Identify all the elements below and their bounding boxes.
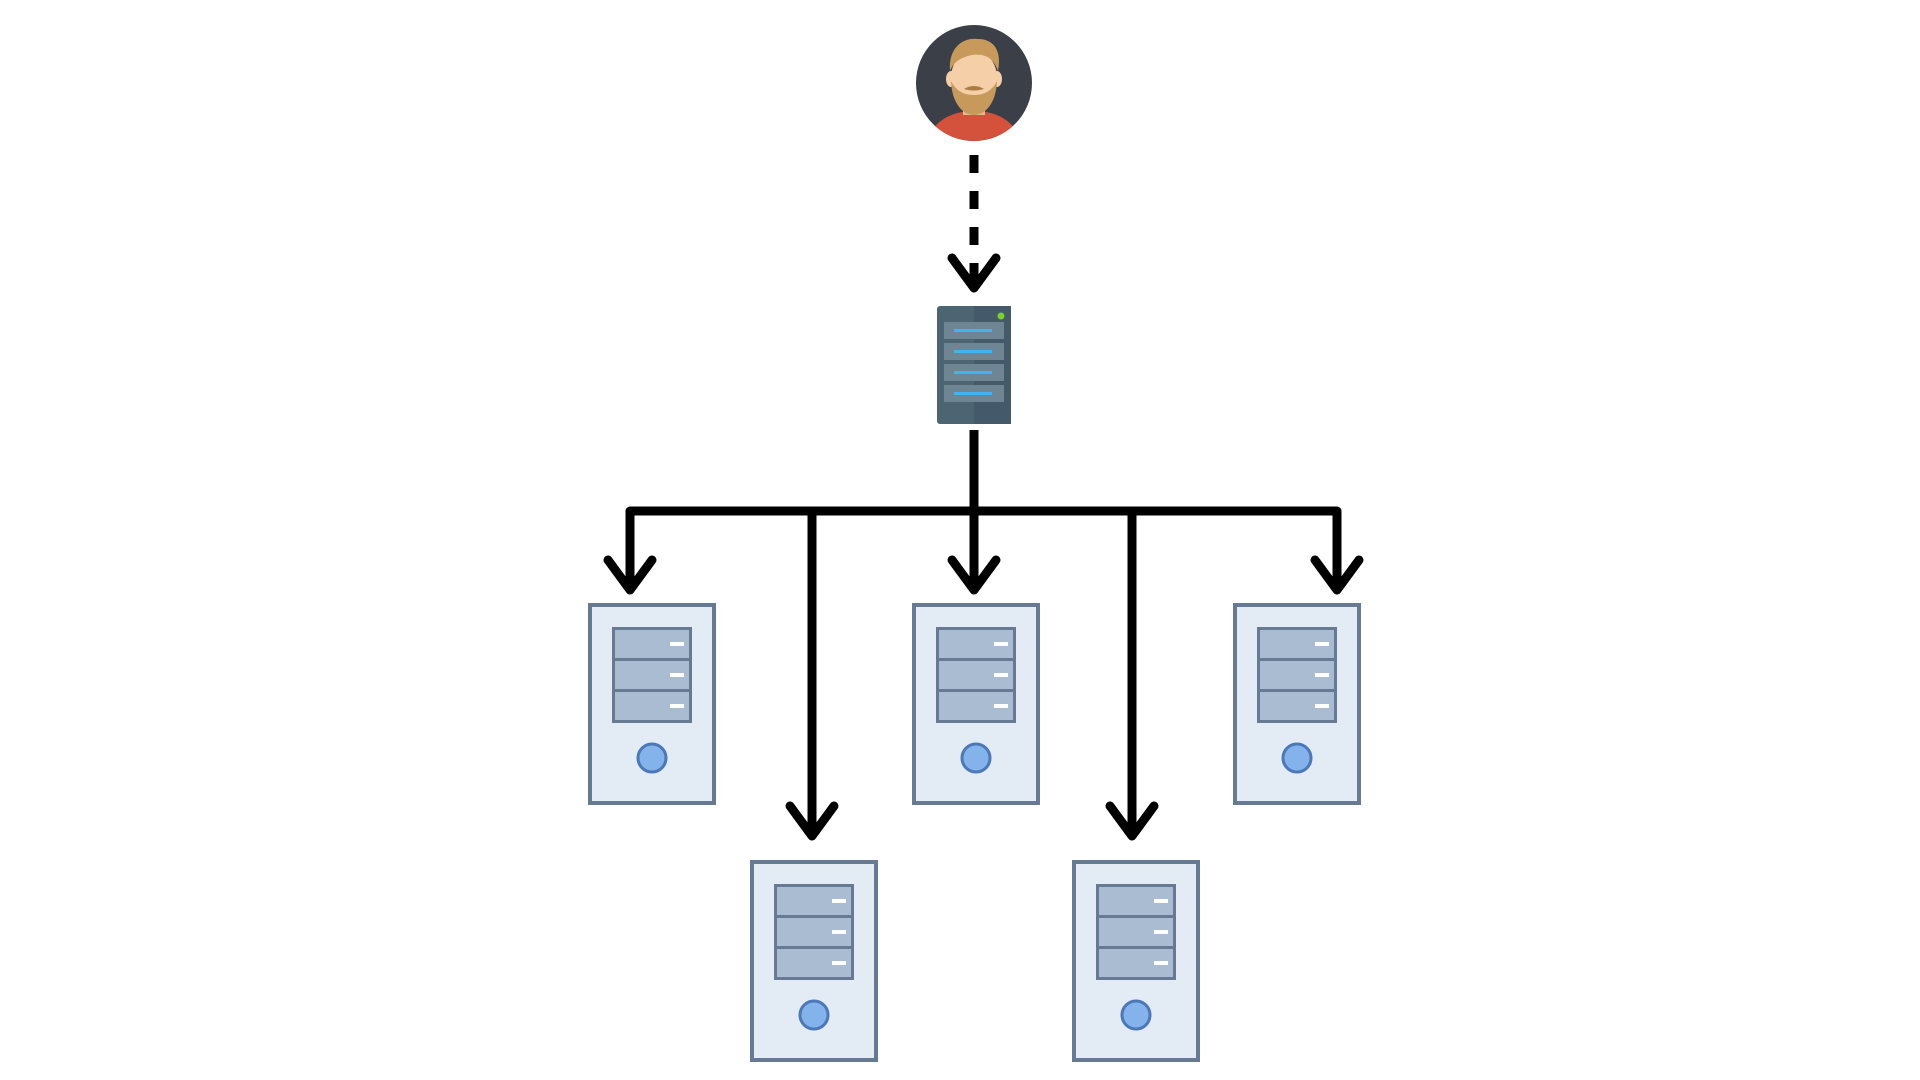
edge-user-to-balancer [947, 155, 1001, 293]
tower-server-icon [912, 603, 1040, 805]
edge-balancer-to-server-5 [1310, 555, 1364, 595]
connectors [603, 155, 1364, 841]
user-avatar-icon [916, 25, 1032, 141]
rack-server-icon [937, 306, 1011, 424]
tower-server-icon [588, 603, 716, 805]
edge-balancer-to-server-1 [603, 555, 657, 595]
server-pool [588, 603, 1361, 1062]
edge-bus [625, 506, 1342, 590]
edge-balancer-to-server-4 [1105, 511, 1159, 841]
tower-server-icon [750, 860, 878, 1062]
edge-balancer-to-server-3 [947, 511, 1001, 595]
tower-server-icon [1072, 860, 1200, 1062]
edge-balancer-to-server-2 [785, 511, 839, 841]
tower-server-icon [1233, 603, 1361, 805]
